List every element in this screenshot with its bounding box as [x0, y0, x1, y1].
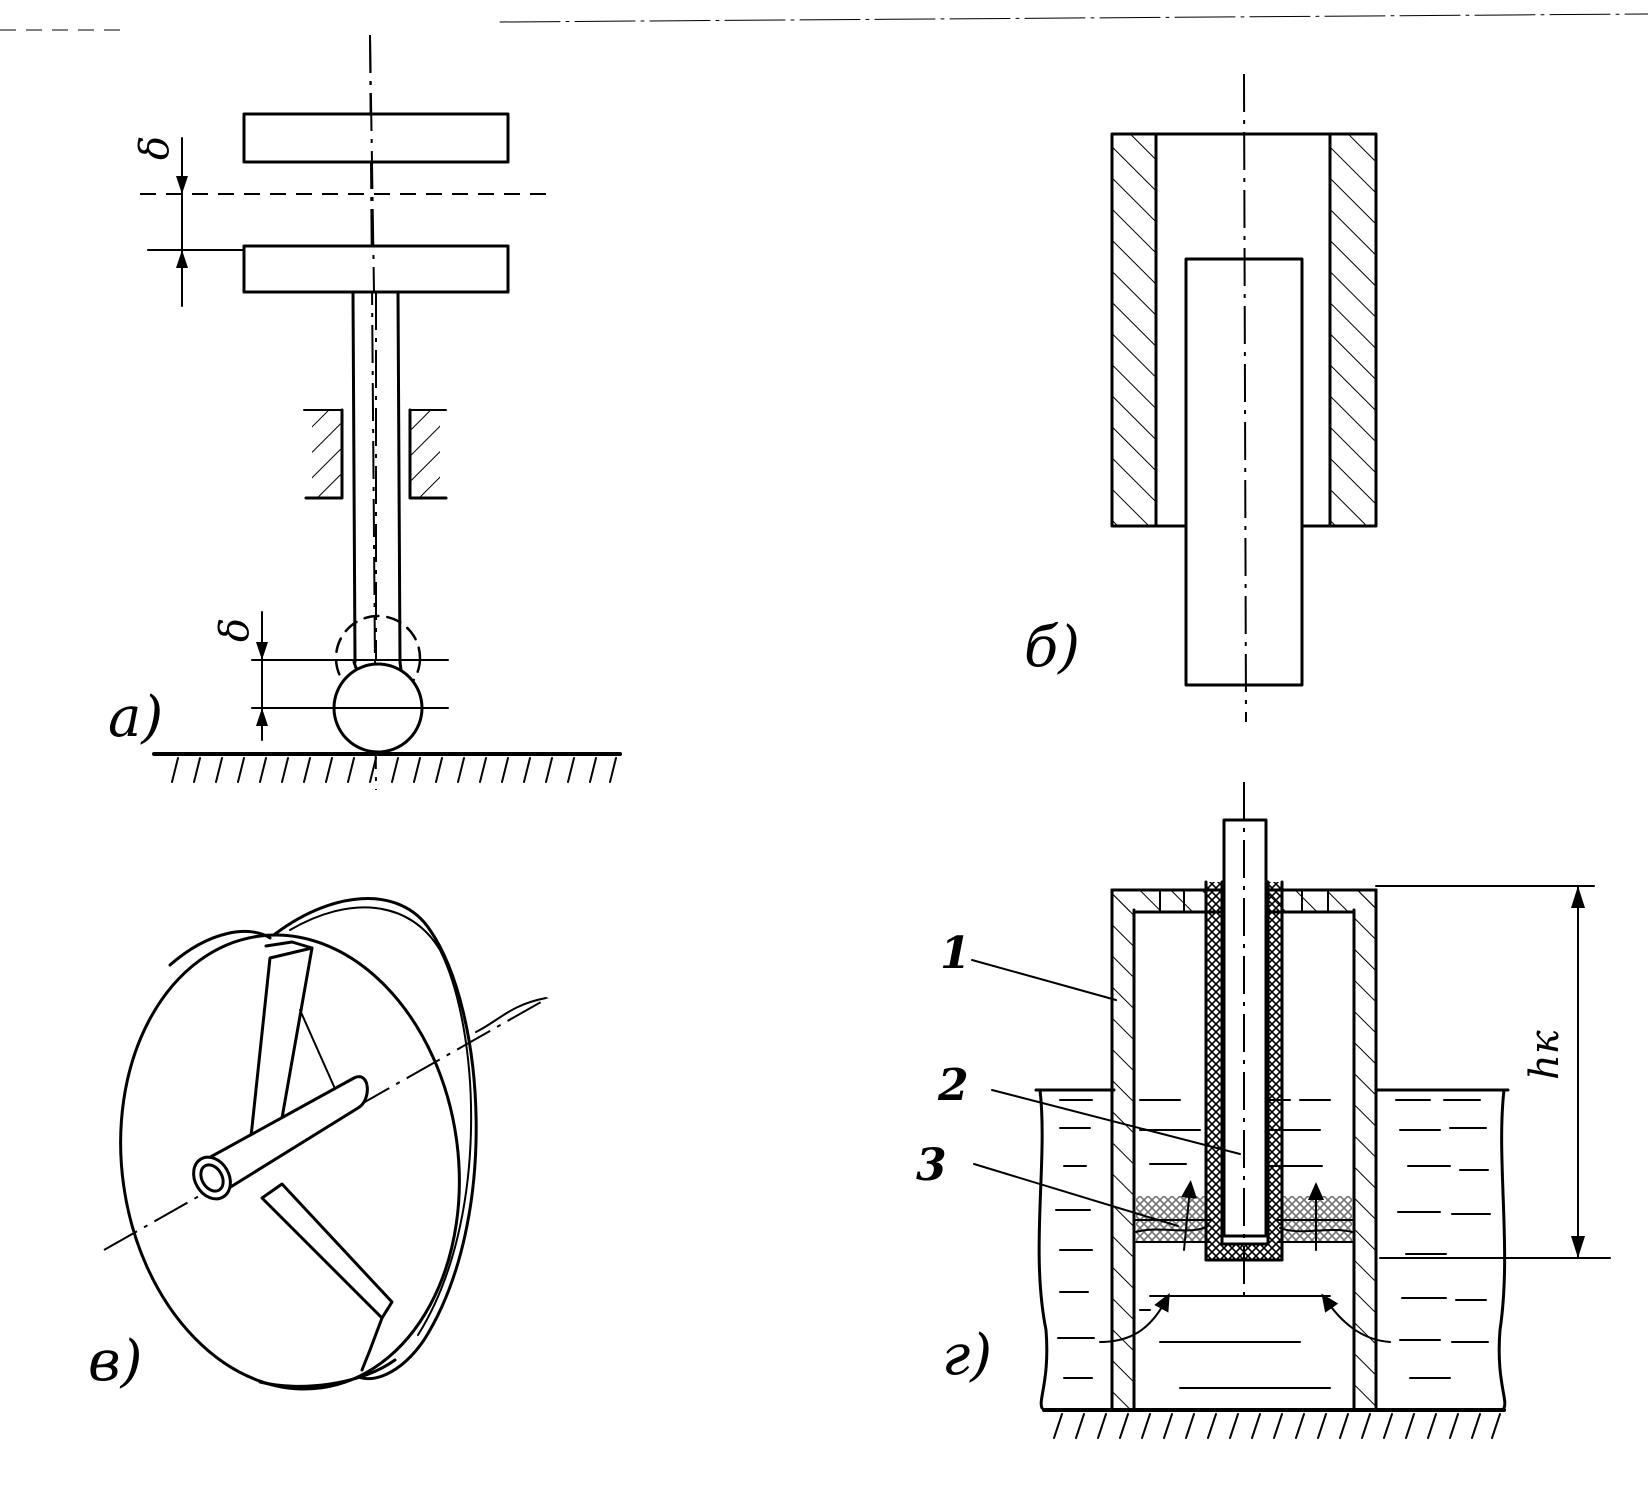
- panel-a-label: а): [108, 685, 163, 750]
- panel-g-label: г): [942, 1323, 992, 1388]
- guide-bushing-right: [408, 408, 448, 500]
- spoke-lower: [260, 1182, 394, 1320]
- guide-bushing-left: [303, 408, 344, 500]
- ball-raised-position: [334, 614, 422, 702]
- ground-a: [152, 752, 622, 783]
- panel-b-label: б): [1024, 615, 1080, 680]
- panel-b-plunger-diagram: б): [1024, 73, 1378, 723]
- disc-rod: [203, 1075, 369, 1198]
- panel-g-liquid-level-float: hк 1 2 3 г): [916, 782, 1611, 1439]
- gap-dimension-bottom: δ: [212, 611, 449, 741]
- panel-v-label: в): [88, 1329, 142, 1394]
- callout-2: 2: [937, 1060, 969, 1111]
- scan-border: [0, 13, 1648, 31]
- height-symbol: hк: [1522, 1030, 1568, 1080]
- outer-tube: [1110, 888, 1378, 1412]
- disc-face: [119, 933, 461, 1391]
- panel-v-disc-float: в): [88, 897, 549, 1394]
- ground-g: [1042, 1408, 1506, 1439]
- gap-symbol-top: δ: [132, 136, 178, 160]
- panel-a-valve-diagram: δ δ а): [108, 34, 622, 791]
- gap-symbol-bottom: δ: [212, 618, 258, 642]
- height-dimension: hк: [1375, 885, 1611, 1259]
- flow-arrows: [1099, 1180, 1391, 1343]
- liquid-reservoir: [1034, 1088, 1510, 1410]
- callout-3: 3: [916, 1140, 947, 1191]
- callout-1: 1: [940, 928, 971, 979]
- gap-dimension-top: δ: [132, 136, 245, 307]
- disc-rim-back: [268, 897, 478, 1381]
